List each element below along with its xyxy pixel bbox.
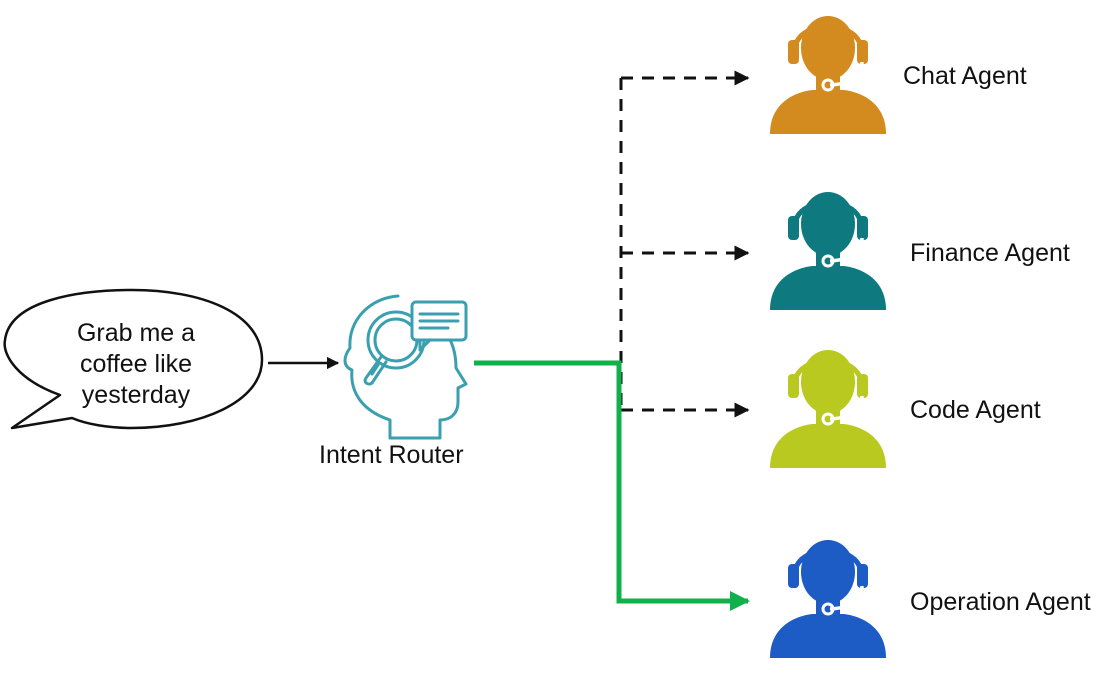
head-magnifier-chat-icon (343, 294, 468, 440)
speech-line-1: Grab me a (76, 319, 196, 347)
agent-icon-operation (768, 538, 888, 660)
router-label: Intent Router (319, 441, 464, 469)
agent-label-code: Code Agent (910, 396, 1041, 424)
speech-line-2: coffee like (79, 350, 193, 378)
dashed-routes (619, 70, 750, 418)
agent-label-operation: Operation Agent (910, 588, 1091, 616)
speech-bubble-text: Grab me a coffee like yesterday (40, 318, 232, 411)
agent-icon-chat (768, 14, 888, 136)
route-operation-selected (474, 360, 750, 611)
speech-bubble (3, 288, 264, 430)
agent-icon-finance (768, 190, 888, 312)
speech-line-3: yesterday (81, 381, 191, 409)
agent-label-finance: Finance Agent (910, 239, 1070, 267)
agent-label-chat: Chat Agent (903, 62, 1027, 90)
agent-icon-code (768, 348, 888, 470)
